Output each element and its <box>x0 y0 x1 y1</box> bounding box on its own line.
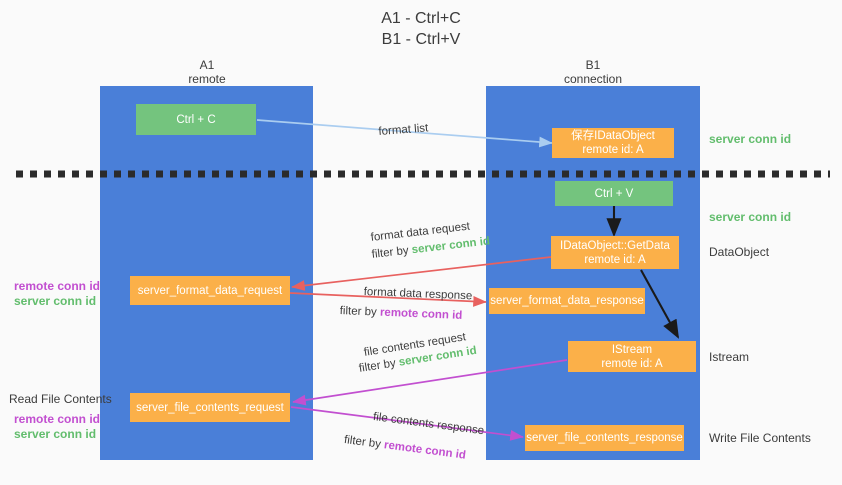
node-istream-line1: IStream <box>611 343 653 356</box>
edge-label-format-data-response: format data response <box>363 285 473 303</box>
edge-label-file-contents-response-filter: filter by remote conn id <box>343 433 466 463</box>
title-line-1: A1 - Ctrl+C <box>381 10 461 27</box>
node-server-format-data-response[interactable]: server_format_data_response <box>489 288 645 314</box>
annotation-remote-conn-id-1: remote conn id <box>14 279 101 293</box>
title-line-2: B1 - Ctrl+V <box>381 31 461 48</box>
node-ctrl-c[interactable]: Ctrl + C <box>136 104 256 135</box>
node-save-idataobject-line2: remote id: A <box>582 144 644 156</box>
filter-key-remote-conn-id-2: remote conn id <box>383 439 467 462</box>
column-caption-a1: A1 remote <box>97 58 317 86</box>
node-server-file-contents-request[interactable]: server_file_contents_request <box>130 393 290 422</box>
annotation-server-conn-id-top: server conn id <box>709 132 792 146</box>
column-caption-b1: B1 connection <box>483 58 703 86</box>
annotation-server-conn-id-1: server conn id <box>14 294 97 308</box>
column-b1-name: B1 <box>585 58 601 72</box>
column-a1-sub: remote <box>188 72 226 86</box>
node-idataobject-getdata-line2: remote id: A <box>584 253 646 266</box>
annotation-server-conn-id-mid: server conn id <box>709 210 792 224</box>
node-istream[interactable]: IStream remote id: A <box>568 341 696 372</box>
node-idataobject-getdata-line1: IDataObject::GetData <box>560 239 670 252</box>
page-title: A1 - Ctrl+C B1 - Ctrl+V <box>0 8 842 50</box>
annotation-remote-conn-id-2: remote conn id <box>14 412 101 426</box>
column-a1-name: A1 <box>199 58 215 72</box>
node-save-idataobject-line1: 保存IDataObject <box>571 130 655 142</box>
edge-label-file-contents-response: file contents response <box>372 410 485 438</box>
annotation-dataobject: DataObject <box>709 245 770 259</box>
filter-prefix-1: filter by <box>371 244 413 261</box>
annotation-read-file-contents: Read File Contents <box>9 392 112 406</box>
annotation-write-file-contents: Write File Contents <box>709 431 811 445</box>
edge-label-format-list: format list <box>378 122 429 138</box>
edge-label-format-data-response-filter: filter by remote conn id <box>339 304 462 323</box>
node-server-format-data-request[interactable]: server_format_data_request <box>130 276 290 305</box>
node-istream-line2: remote id: A <box>601 357 663 370</box>
annotation-istream: Istream <box>709 350 750 364</box>
filter-prefix-4: filter by <box>343 433 385 452</box>
column-b1-sub: connection <box>563 72 623 86</box>
filter-prefix-2: filter by <box>339 304 381 319</box>
node-server-file-contents-response[interactable]: server_file_contents_response <box>525 425 684 451</box>
filter-key-remote-conn-id-1: remote conn id <box>379 306 463 322</box>
node-save-idataobject[interactable]: 保存IDataObject remote id: A <box>552 128 674 158</box>
node-idataobject-getdata[interactable]: IDataObject::GetData remote id: A <box>551 236 679 269</box>
node-ctrl-v[interactable]: Ctrl + V <box>555 181 673 206</box>
annotation-server-conn-id-2: server conn id <box>14 427 97 441</box>
